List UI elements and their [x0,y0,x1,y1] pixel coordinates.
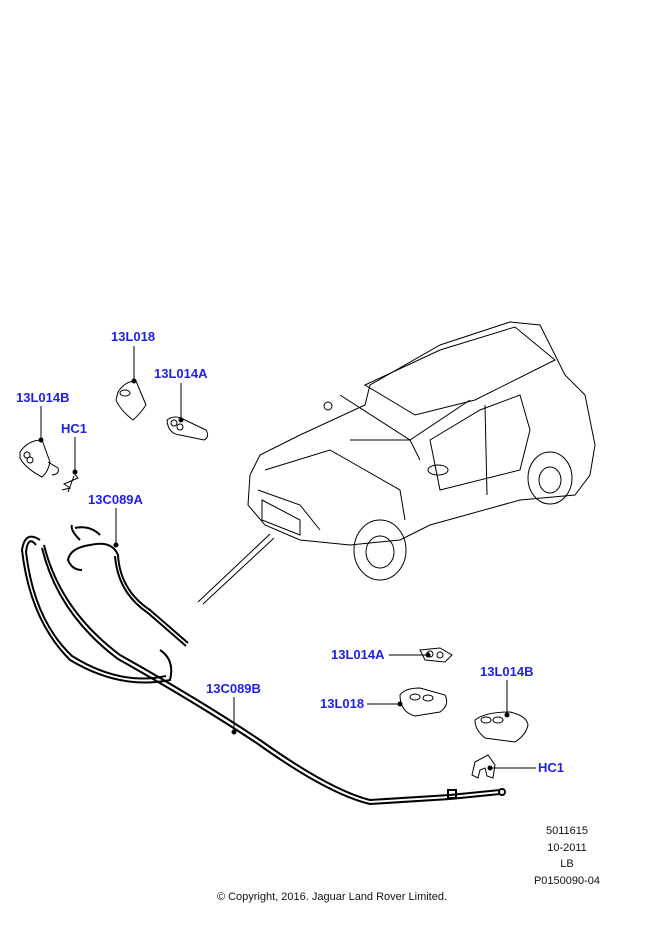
leader-lines [38,346,536,771]
callout-13C089B[interactable]: 13C089B [206,681,261,696]
callout-13L014A-right[interactable]: 13L014A [331,647,385,662]
vehicle-outline [247,321,596,581]
callout-HC1-right[interactable]: HC1 [538,760,565,775]
hose-13C089B [20,535,506,806]
washer-parts-right [399,647,529,779]
issue-date: 10-2011 [547,842,587,854]
callout-13L018-right[interactable]: 13L018 [320,696,365,711]
callout-13L014A-top[interactable]: 13L014A [154,366,208,381]
callout-13L014B-right[interactable]: 13L014B [480,664,534,679]
reference-number: 5011615 [545,825,588,837]
model-code: LB [560,858,574,870]
callout-13C089A[interactable]: 13C089A [88,492,143,507]
illustration-number: P0150090-04 [533,875,601,887]
callout-HC1-left[interactable]: HC1 [61,421,88,436]
pointer-line [197,533,271,603]
callout-13L014B-left[interactable]: 13L014B [16,390,70,405]
callout-13L018-top[interactable]: 13L018 [111,329,156,344]
copyright-notice: © Copyright, 2016. Jaguar Land Rover Lim… [216,891,448,903]
washer-jet-cover-left [19,380,209,493]
hose-13C089A [66,524,189,647]
